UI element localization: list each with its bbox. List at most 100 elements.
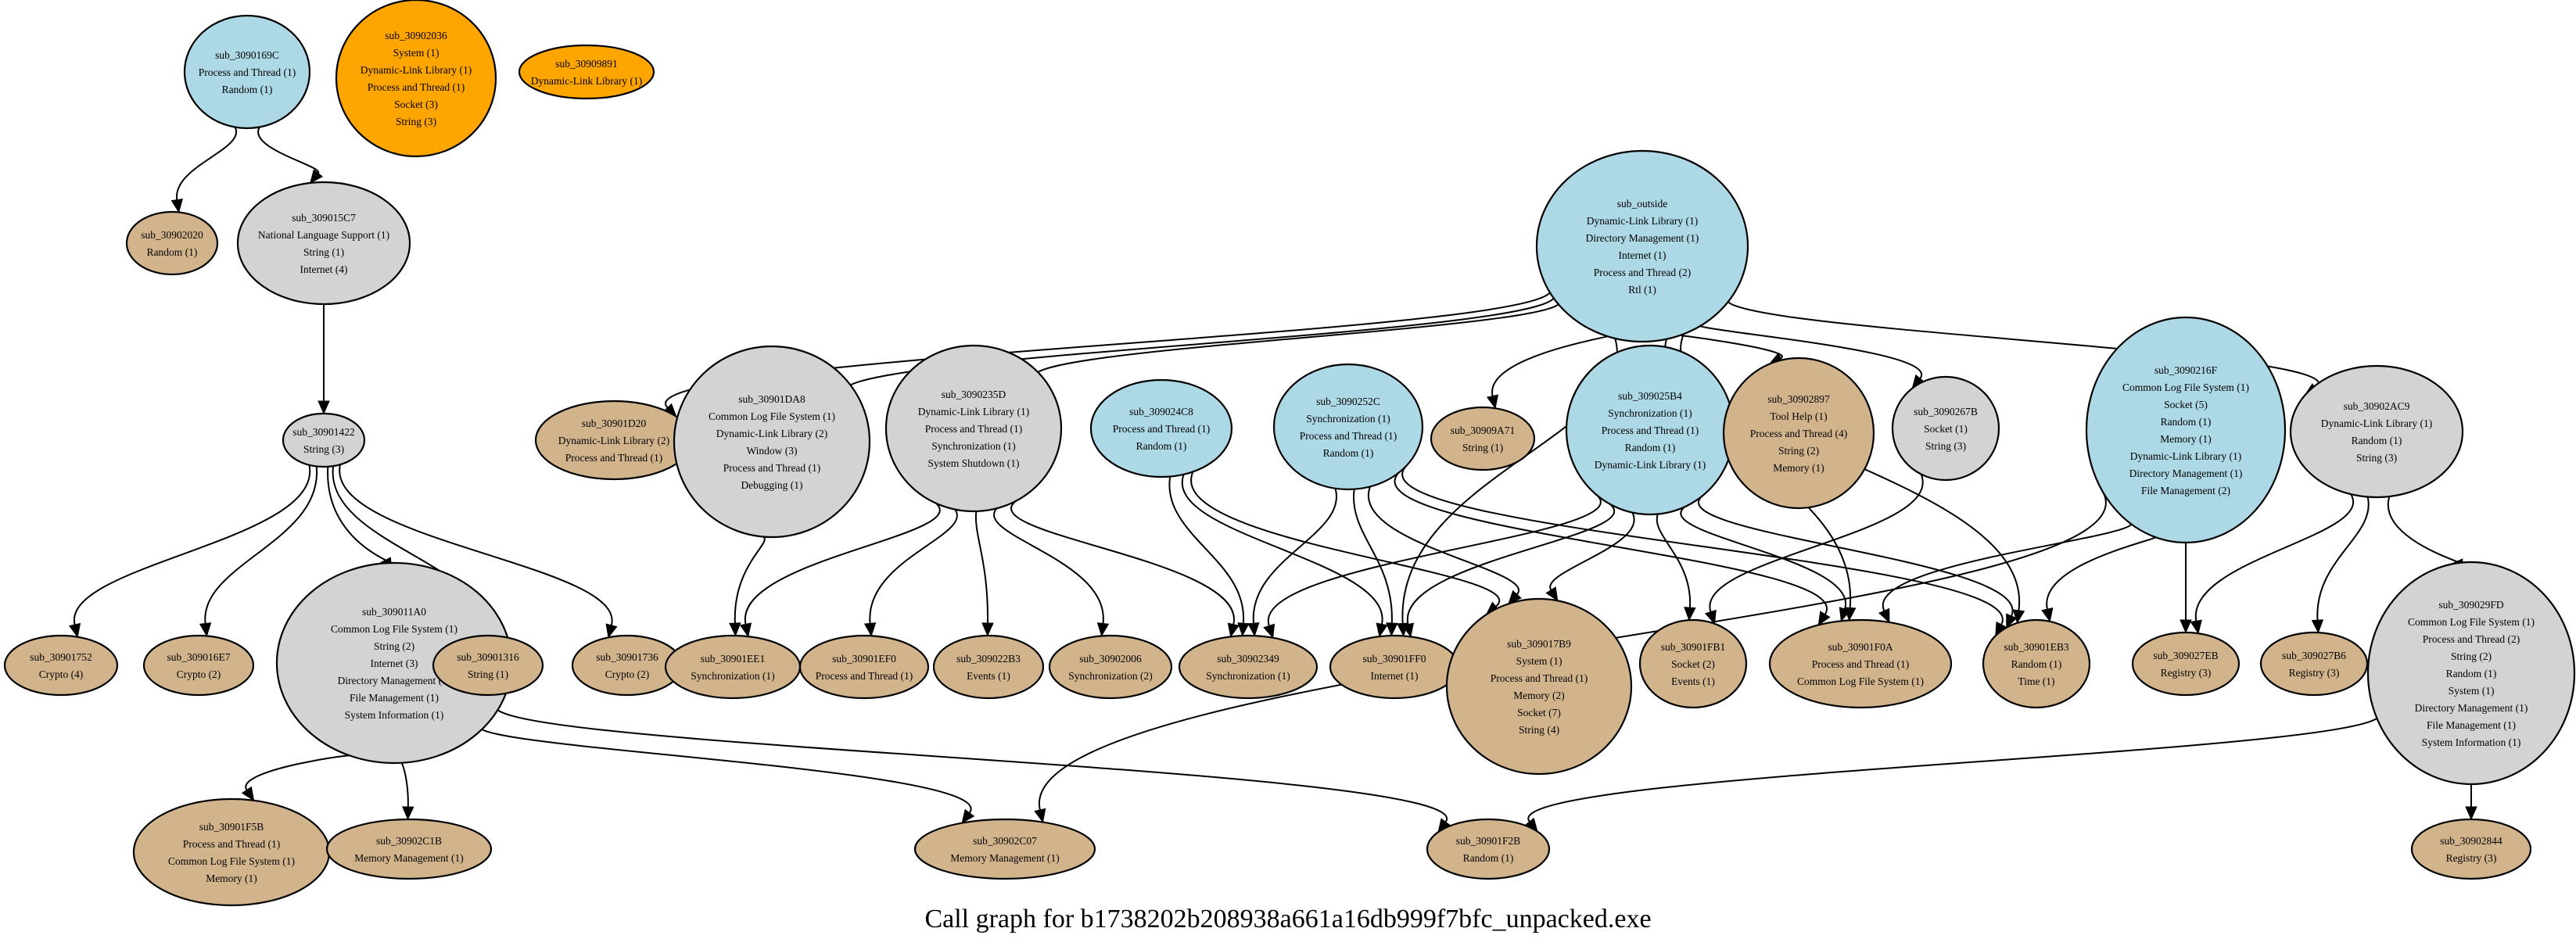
node-shape[interactable] — [1426, 818, 1551, 880]
node-name: sub_309025B4 — [1618, 390, 1682, 402]
node-shape[interactable] — [1891, 375, 2000, 482]
node-shape[interactable] — [673, 345, 871, 539]
node-shape[interactable] — [432, 634, 544, 697]
edge-line — [494, 699, 1448, 822]
node-shape[interactable] — [518, 44, 655, 100]
node-shape[interactable] — [1178, 634, 1318, 700]
node-api-category: Debugging (1) — [741, 479, 802, 491]
node-shape[interactable] — [2410, 818, 2532, 880]
edge-sub-3090252c-to-sub-309017b9 — [1367, 486, 1522, 605]
edge-sub-309025b4-to-sub-30901ff0 — [1401, 503, 1615, 638]
node-shape[interactable] — [2085, 316, 2287, 544]
node-shape[interactable] — [1768, 618, 1953, 709]
node-shape[interactable] — [142, 634, 255, 697]
node-shape[interactable] — [1329, 634, 1460, 700]
node-shape[interactable] — [1982, 618, 2091, 709]
node-shape[interactable] — [798, 634, 930, 700]
node-shape[interactable] — [183, 14, 311, 130]
node-api-category: Dynamic-Link Library (1) — [361, 64, 472, 76]
node-shape[interactable] — [1048, 634, 1173, 700]
node-shape[interactable] — [1535, 149, 1749, 343]
node-api-category: Process and Thread (2) — [2423, 633, 2520, 645]
node-api-category: Time (1) — [2018, 675, 2054, 687]
arrowhead-icon — [2190, 619, 2202, 635]
node-name: sub_309017B9 — [1507, 638, 1571, 650]
node-shape[interactable] — [1272, 363, 1424, 491]
arrowhead-icon — [981, 622, 994, 637]
node-api-category: File Management (1) — [350, 692, 439, 704]
node-shape[interactable] — [932, 634, 1045, 700]
node-name: sub_30901316 — [457, 651, 519, 663]
node-shape[interactable] — [2366, 561, 2576, 786]
node-shape[interactable] — [664, 634, 802, 700]
edge-sub-30902ac9-to-sub-309027b6 — [2311, 496, 2370, 634]
node-shape[interactable] — [1430, 406, 1536, 471]
node-shape[interactable] — [3, 634, 119, 697]
node-name: sub_309027EB — [2153, 650, 2218, 661]
node-shape[interactable] — [125, 210, 219, 276]
node-shape[interactable] — [236, 181, 411, 306]
node-api-category: Process and Thread (1) — [723, 462, 821, 474]
node-shape[interactable] — [913, 818, 1096, 880]
node-shape[interactable] — [325, 818, 493, 880]
node-shape[interactable] — [132, 797, 331, 907]
node-shape[interactable] — [1638, 618, 1748, 709]
node-shape[interactable] — [335, 0, 497, 158]
node-api-category: String (1) — [303, 246, 344, 258]
node-api-category: Internet (4) — [300, 263, 347, 275]
edge-sub-3090252c-to-sub-30901f0a — [1394, 472, 1831, 626]
node-shape[interactable] — [2131, 631, 2241, 697]
node-name: sub_30901FF0 — [1362, 653, 1426, 665]
edge-line — [1698, 494, 2014, 617]
node-shape[interactable] — [282, 412, 366, 468]
node-shape[interactable] — [884, 344, 1063, 513]
node-shape[interactable] — [1089, 378, 1233, 478]
node-shape[interactable] — [2289, 364, 2464, 499]
node-shape[interactable] — [2259, 631, 2369, 697]
node-shape[interactable] — [1445, 597, 1633, 776]
node-api-category: Synchronization (1) — [691, 670, 775, 682]
node-shape[interactable] — [1722, 357, 1875, 510]
